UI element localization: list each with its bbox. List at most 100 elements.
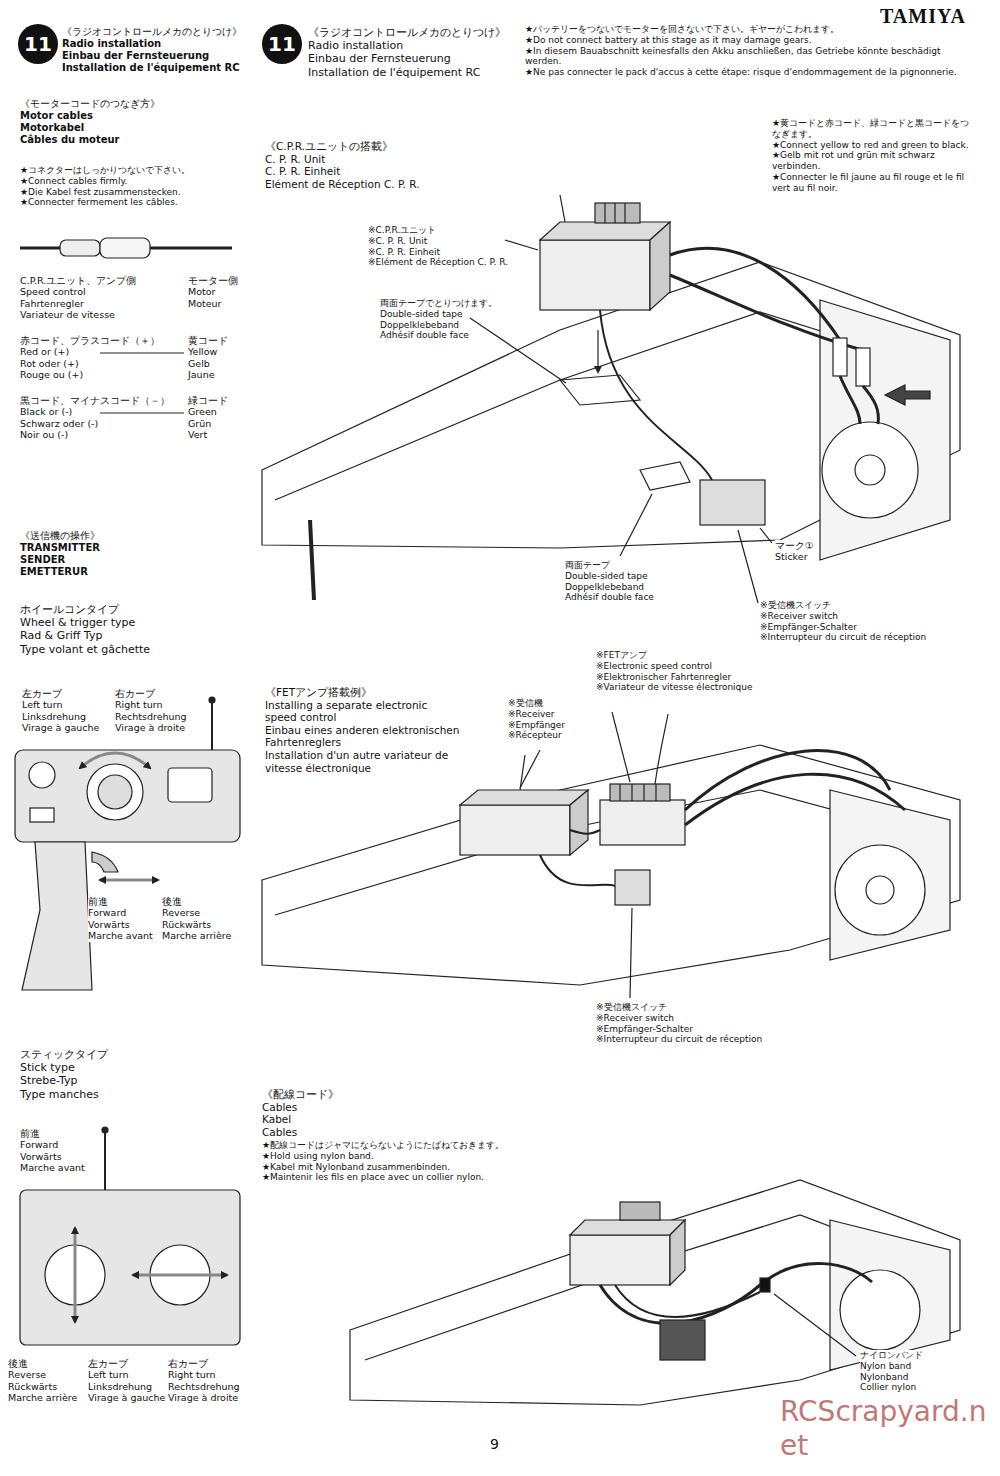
label-group: ナイロンバンドNylon bandNylonbandCollier nylon: [860, 1350, 960, 1393]
label-group: 左カーブLeft turnLinksdrehungVirage à gauche: [88, 1358, 168, 1404]
socket: [100, 238, 150, 258]
annotation: Yellow: [188, 346, 217, 357]
gearbox: [820, 300, 950, 560]
antenna: [211, 702, 213, 750]
receiver: [460, 805, 570, 855]
annotation: ※受信機スイッチ: [596, 1002, 667, 1013]
annotation: ★Connecter fermement les câbles.: [20, 197, 178, 208]
annotation: 右カーブ: [115, 688, 155, 699]
annotation: Forward: [88, 907, 126, 918]
annotation: Vert: [188, 429, 207, 440]
annotation: SENDER: [20, 554, 65, 566]
annotation: ★Die Kabel fest zusammenstecken.: [20, 187, 181, 198]
label-group: 両面テープでとりつけます。Double-sided tapeDoppelkleb…: [380, 298, 510, 341]
label-group: 左カーブLeft turnLinksdrehungVirage à gauche: [22, 688, 110, 734]
leader: [738, 530, 758, 603]
heat-sink: [595, 203, 640, 223]
annotation: Nylon band: [860, 1361, 911, 1372]
annotation: 右カーブ: [168, 1358, 208, 1369]
cpr-side: [650, 222, 670, 310]
leader: [470, 318, 566, 383]
wire: [685, 774, 905, 825]
label-group: 右カーブRight turnRechtsdrehungVirage à droi…: [168, 1358, 252, 1404]
gearbox: [830, 790, 950, 960]
annotation: Nylonband: [860, 1372, 908, 1383]
motor: [835, 845, 925, 935]
annotation: Rot oder (+): [20, 358, 79, 369]
annotation: ★Gelb mit rot und grün mit schwarz verbi…: [772, 150, 977, 172]
fins: [605, 203, 625, 223]
label-group: TAMIYA: [880, 4, 992, 28]
label-group: 緑コードGreenGrünVert: [188, 395, 258, 441]
antenna: [520, 755, 525, 790]
housing: [20, 1190, 240, 1345]
annotation: Virage à droite: [168, 1392, 238, 1403]
housing: [15, 750, 240, 842]
handle: [22, 842, 92, 990]
annotation: 黒コード、マイナスコード（－）: [20, 395, 170, 406]
annotation: Vorwärts: [88, 919, 130, 930]
annotation: Wheel & trigger type: [20, 616, 135, 629]
receiver-side: [570, 790, 588, 855]
annotation: 後進: [162, 896, 182, 907]
annotation: ★Connect yellow to red and green to blac…: [772, 140, 969, 151]
cpr-side: [670, 1220, 685, 1285]
label-group: 後進ReverseRückwärtsMarche arrière: [162, 896, 244, 942]
wheel-hub: [98, 775, 132, 809]
annotation: Einbau der Fernsteuerung: [62, 50, 209, 62]
label-group: ※C.P.R.ユニット※C. P. R. Unit※C. P. R. Einhe…: [368, 225, 530, 268]
trigger: [92, 852, 118, 872]
annotation: Motor cables: [20, 110, 93, 122]
switch: [700, 480, 765, 525]
annotation: Forward: [20, 1139, 58, 1150]
switch: [30, 808, 54, 822]
annotation: C.P.R.ユニット、アンプ側: [20, 275, 136, 286]
annotation: Red or (+): [20, 346, 69, 357]
annotation: ※Receiver switch: [760, 611, 838, 622]
cpr-unit: [570, 1235, 670, 1285]
annotation: Rechtsdrehung: [168, 1381, 240, 1392]
annotation: Marche avant: [20, 1162, 85, 1173]
arrow: [885, 385, 930, 405]
label-group: 右カーブRight turnRechtsdrehungVirage à droi…: [115, 688, 207, 734]
leader: [505, 240, 538, 250]
annotation: 前進: [88, 896, 108, 907]
plug: [833, 338, 847, 376]
leader: [760, 528, 772, 543]
label-group: スティックタイプStick typeStrebe-TypType manches: [20, 1048, 220, 1101]
turn-arrow: [80, 753, 150, 768]
annotation: ★Connecter le fil jaune au fil rouge et …: [772, 172, 977, 194]
annotation: Virage à droite: [115, 722, 185, 733]
annotation: ★Ne pas connecter le pack d'accus à cett…: [525, 67, 957, 78]
annotation: 赤コード、プラスコード（＋）: [20, 335, 160, 346]
leader: [774, 1294, 856, 1356]
annotation: 両面テープでとりつけます。: [380, 298, 497, 309]
label-group: 《C.P.R.ユニットの搭載》C. P. R. UnitC. P. R. Ein…: [265, 140, 465, 190]
annotation: Black or (-): [20, 406, 72, 417]
wire: [540, 855, 615, 886]
connector-figure: [20, 238, 232, 258]
annotation: Radio installation: [62, 38, 161, 50]
label-group: RCScrapyard.net: [780, 1395, 992, 1462]
pair-line: [100, 412, 184, 413]
annotation: ※Receiver: [508, 709, 554, 720]
step-number-text: 11: [268, 34, 296, 54]
annotation: Type manches: [20, 1088, 99, 1101]
label-group: 《ラジオコントロールメカのとりつけ》Radio installationEinb…: [308, 26, 520, 79]
leader: [520, 750, 540, 788]
annotation: ※Electronic speed control: [596, 661, 712, 672]
annotation: Virage à gauche: [22, 722, 99, 733]
wheel-transmitter: [15, 697, 240, 990]
annotation: 緑コード: [188, 395, 228, 406]
annotation: ※Elément de Réception C. P. R.: [368, 257, 508, 268]
label-group: 《FETアンプ搭載例》Installing a separate electro…: [265, 686, 460, 774]
plug: [856, 348, 870, 386]
label-group: 両面テープDouble-sided tapeDoppelklebebandAdh…: [565, 560, 675, 603]
annotation: ※Interrupteur du circuit de réception: [596, 1034, 762, 1045]
annotation: Jaune: [188, 369, 215, 380]
wheel: [87, 764, 143, 820]
label-group: 黄コードYellowGelbJaune: [188, 335, 258, 381]
chassis-fet: [262, 712, 960, 998]
annotation: Installation d'un autre variateur de vit…: [265, 749, 460, 774]
annotation: EMETTERUR: [20, 566, 88, 578]
